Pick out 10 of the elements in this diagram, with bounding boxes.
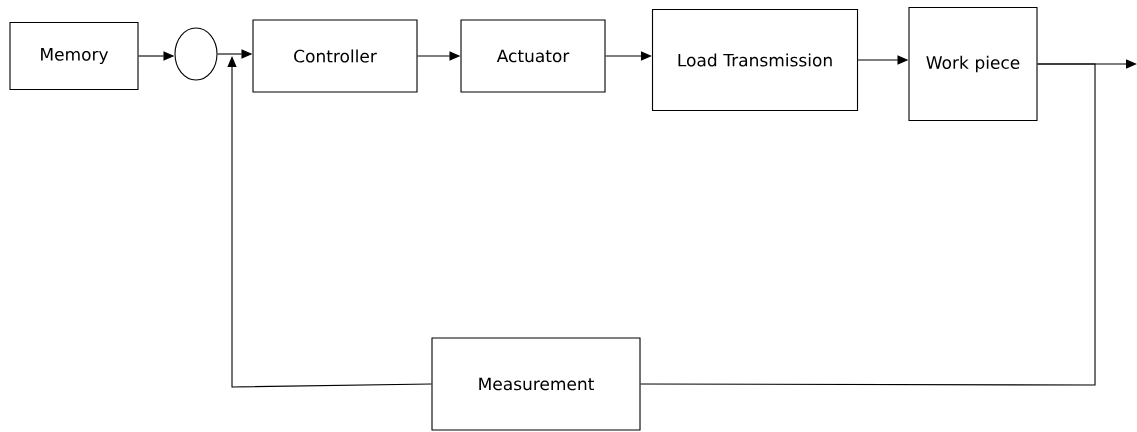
arrow	[227, 56, 432, 388]
process-box: Memory	[9, 21, 139, 91]
process-box: Measurement	[431, 337, 641, 431]
process-box: Load Transmission	[651, 8, 859, 112]
process-box: Controller	[252, 19, 418, 93]
summing-junction	[174, 27, 218, 81]
arrow	[605, 51, 652, 61]
process-box: Actuator	[460, 19, 606, 93]
process-box: Work piece	[908, 6, 1038, 122]
connector-line	[640, 63, 1096, 386]
